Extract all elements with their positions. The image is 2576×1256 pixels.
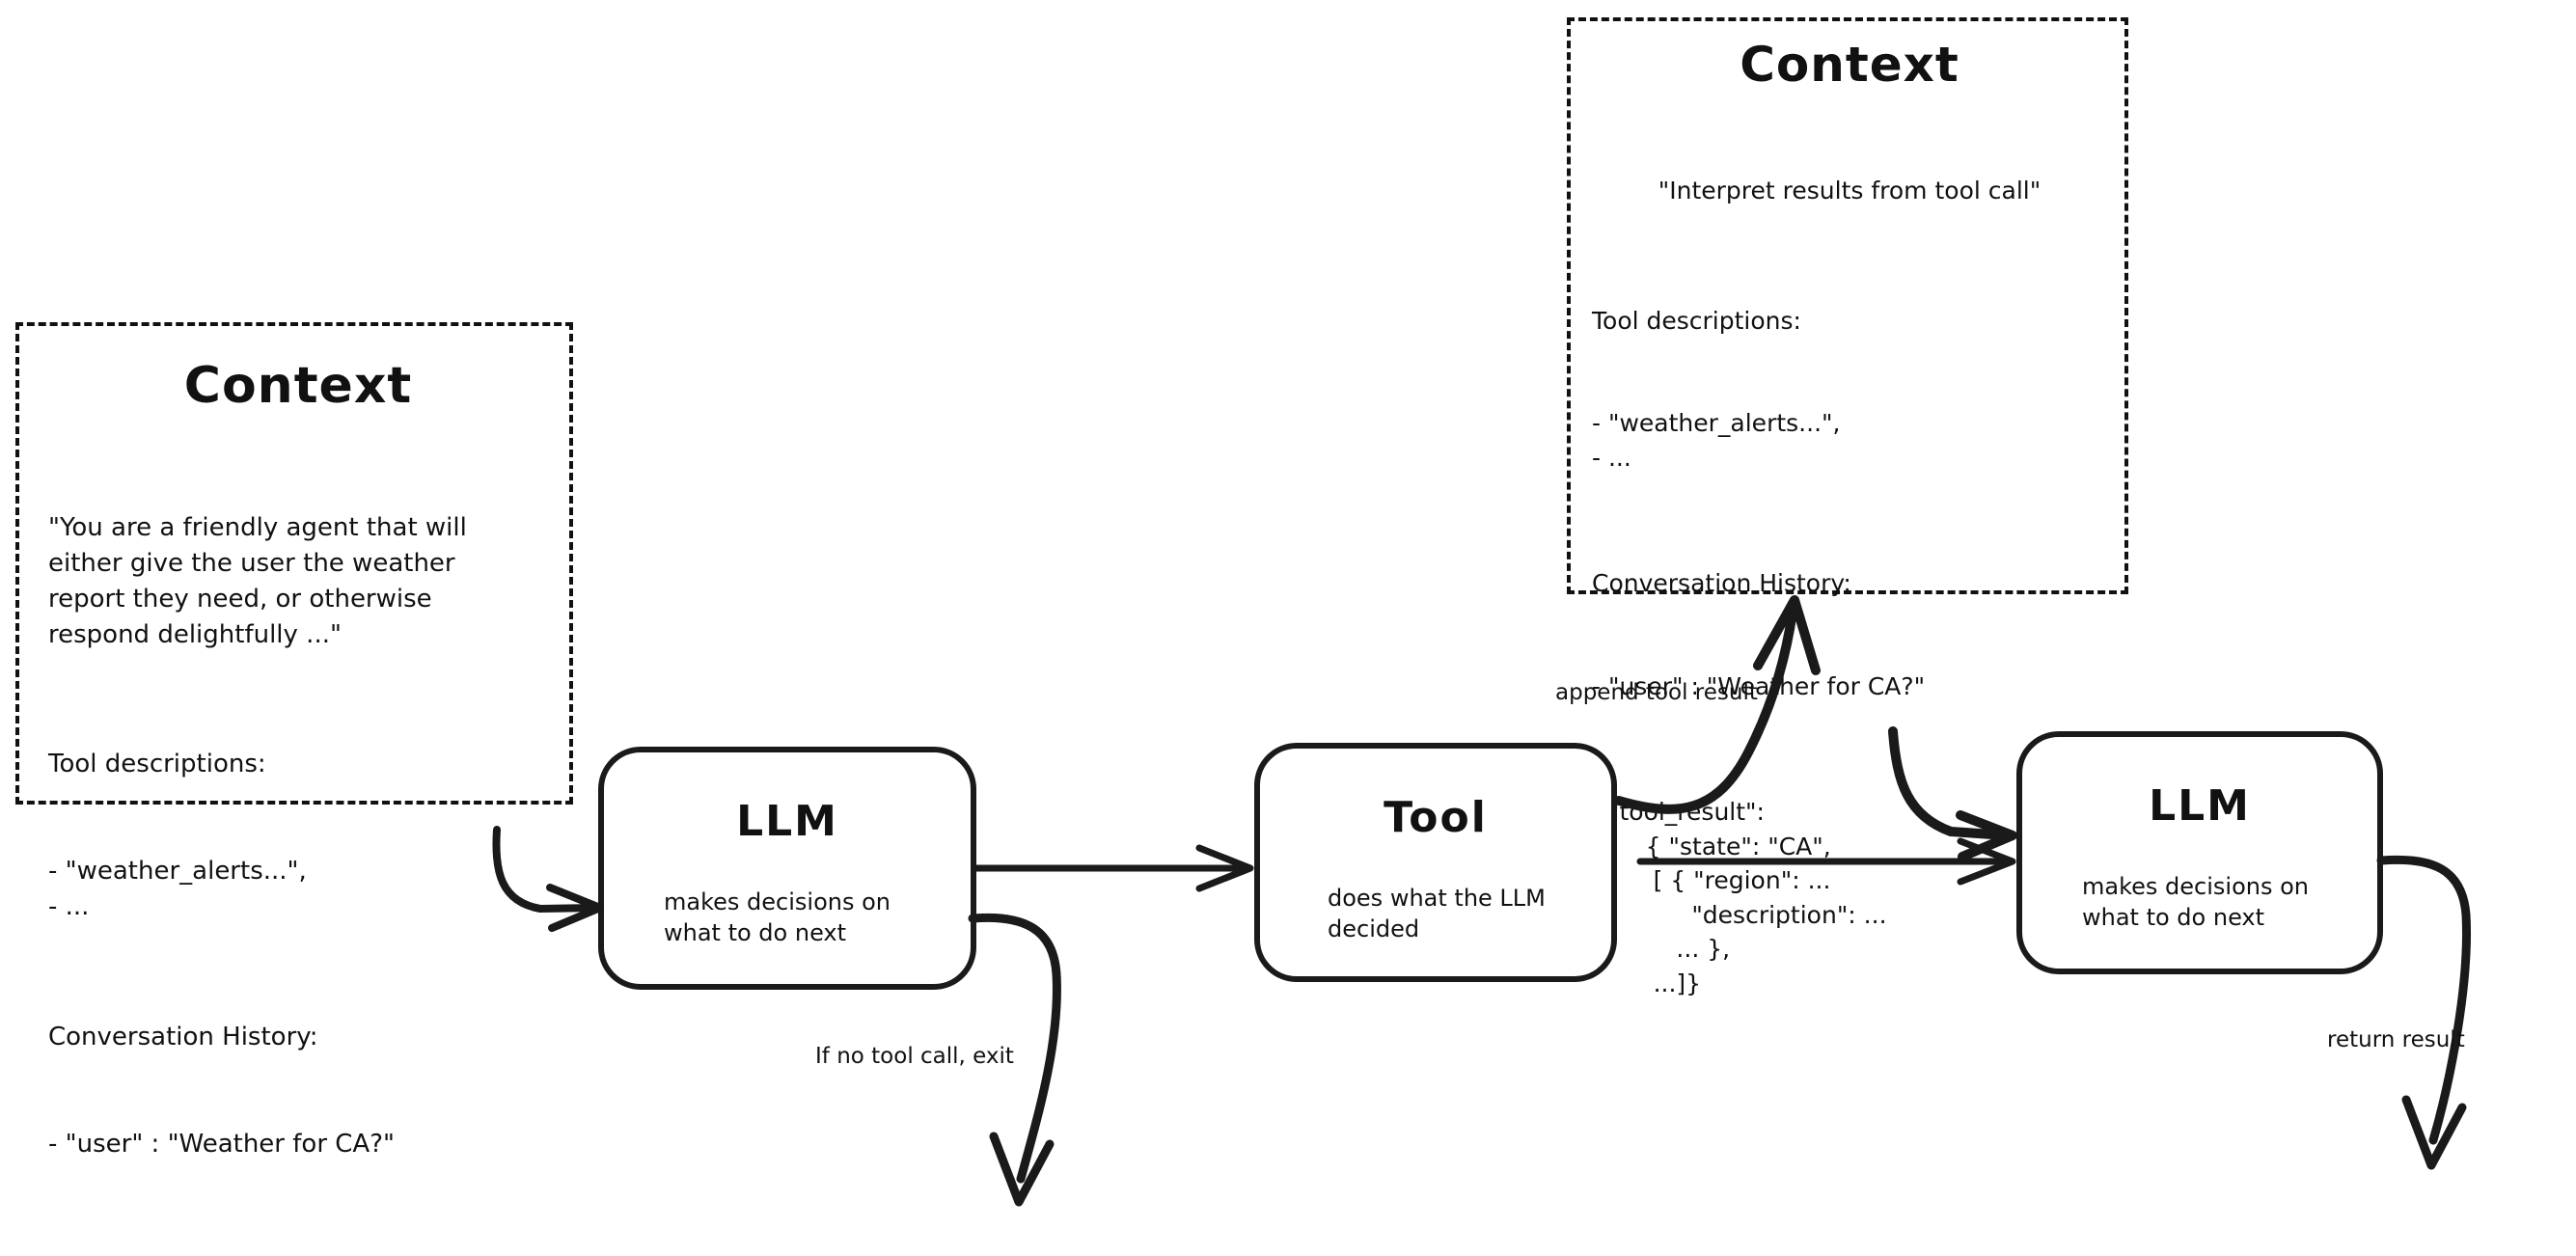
context-left-system-prompt: "You are a friendly agent that will eith… bbox=[48, 513, 467, 649]
node-llm-first[interactable]: LLM makes decisions on what to do next bbox=[598, 747, 976, 990]
context-left-title: Context bbox=[183, 357, 413, 415]
node-llm-first-title: LLM bbox=[736, 797, 838, 846]
edge-label-if-no-tool-call-exit: If no tool call, exit bbox=[815, 1044, 1014, 1069]
context-right-tool-descriptions-header: Tool descriptions: bbox=[1592, 306, 1801, 335]
node-llm-second[interactable]: LLM makes decisions on what to do next bbox=[2016, 731, 2383, 974]
edge-label-append-tool-result: append tool result bbox=[1555, 680, 1758, 705]
context-right-instruction: "Interpret results from tool call" bbox=[1658, 177, 2042, 205]
context-right-conversation-header: Conversation History: bbox=[1592, 569, 1851, 597]
diagram-canvas: Context "You are a friendly agent that w… bbox=[15, 17, 2471, 1207]
edge-label-return-result: return result bbox=[2327, 1027, 2465, 1052]
node-llm-second-title: LLM bbox=[2149, 781, 2251, 831]
context-right-tool-descriptions-items: - "weather_alerts...", - ... bbox=[1592, 409, 1841, 472]
node-tool-title: Tool bbox=[1384, 793, 1488, 842]
context-box-right: Context "Interpret results from tool cal… bbox=[1567, 17, 2128, 997]
arrow-llm1-to-tool bbox=[973, 844, 1254, 892]
node-tool[interactable]: Tool does what the LLM decided bbox=[1254, 743, 1617, 982]
context-left-tool-descriptions-header: Tool descriptions: bbox=[48, 750, 266, 779]
context-left-tool-descriptions-items: - "weather_alerts...", - ... bbox=[48, 857, 307, 922]
context-left-conversation-items: - "user" : "Weather for CA?" bbox=[48, 1129, 395, 1159]
node-tool-subtitle: does what the LLM decided bbox=[1328, 885, 1546, 943]
node-llm-first-subtitle: makes decisions on what to do next bbox=[664, 888, 891, 947]
context-right-title: Context bbox=[1740, 37, 1959, 93]
node-llm-second-subtitle: makes decisions on what to do next bbox=[2082, 873, 2309, 932]
context-left-body: "You are a friendly agent that will eith… bbox=[48, 439, 548, 1256]
context-left-conversation-header: Conversation History: bbox=[48, 1022, 318, 1051]
arrow-llm2-return-result bbox=[2376, 855, 2471, 1170]
context-box-left: Context "You are a friendly agent that w… bbox=[15, 322, 573, 1159]
